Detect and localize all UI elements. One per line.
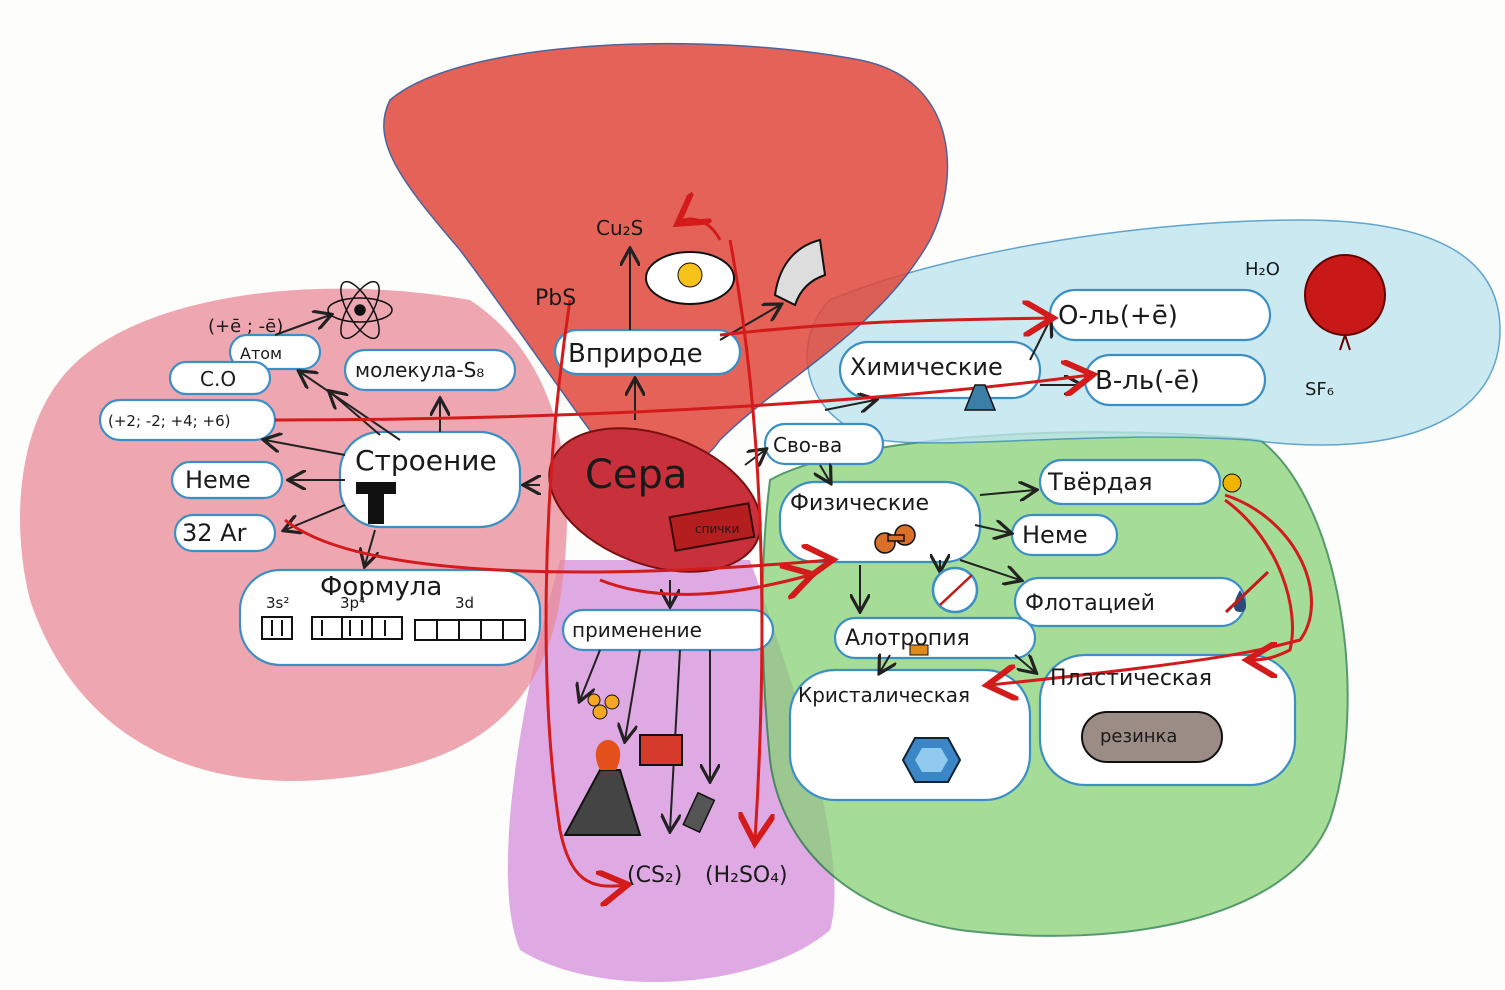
bubble-primenenie[interactable] bbox=[561, 608, 775, 652]
crossed-drop-icon bbox=[1224, 570, 1270, 614]
bottle-icon bbox=[682, 791, 716, 834]
label-molekula: молекула-S₈ bbox=[355, 358, 484, 382]
label-plastich: Пластическая bbox=[1050, 666, 1212, 691]
purple-region bbox=[507, 560, 835, 983]
label-o-vo: О-ль(+ē) bbox=[1058, 301, 1178, 331]
bubble-kristal[interactable] bbox=[788, 668, 1032, 802]
dumbbell-icon bbox=[874, 524, 916, 554]
crossed-icon bbox=[931, 566, 979, 614]
icons: резинка bbox=[327, 238, 1386, 836]
label-orbital-p: 3p⁴ bbox=[340, 594, 365, 612]
bubble-molekula[interactable] bbox=[343, 348, 517, 392]
label-alotropiya: Алотропия bbox=[845, 626, 970, 651]
red-arrows bbox=[274, 219, 1313, 886]
label-himicheskie: Химические bbox=[850, 353, 1003, 381]
label-svoistva: Сво-ва bbox=[773, 433, 842, 457]
black-arrows bbox=[265, 250, 1080, 830]
bubble-himicheskie[interactable] bbox=[838, 340, 1042, 400]
orbital-box-s bbox=[261, 616, 293, 640]
label-tverdaya: Твёрдая bbox=[1047, 468, 1153, 496]
eraser-icon: резинка bbox=[1081, 711, 1223, 763]
label-orbital-s: 3s² bbox=[266, 594, 289, 612]
t-shape-icon bbox=[356, 482, 396, 524]
allotrope-chip-icon bbox=[909, 644, 929, 656]
label-cs2: (CS₂) bbox=[627, 863, 682, 888]
label-v-vo: В-ль(-ē) bbox=[1095, 366, 1200, 396]
label-stroenie: Строение bbox=[355, 444, 497, 477]
balloon-icon bbox=[1304, 254, 1386, 351]
flower-icon bbox=[587, 693, 620, 720]
sulfur-ball-icon bbox=[1222, 473, 1242, 493]
label-oxidation: (+2; -2; +4; +6) bbox=[108, 412, 230, 430]
bubble-ar[interactable] bbox=[173, 513, 277, 553]
orbital-box-d5 bbox=[502, 619, 526, 641]
label-flotaciei: Флотацией bbox=[1025, 591, 1155, 616]
pipe-icon bbox=[773, 238, 827, 307]
label-primenenie: применение bbox=[572, 618, 702, 642]
bubble-v-prirode[interactable] bbox=[553, 328, 742, 376]
orbital-diagram bbox=[261, 616, 526, 641]
center-title: Сера bbox=[585, 452, 687, 498]
label-atom-charge: (+ē ; -ē) bbox=[208, 316, 283, 337]
label-h2so4: (H₂SO₄) bbox=[705, 863, 788, 888]
label-orbital-d: 3d bbox=[455, 594, 474, 612]
bubble-tverdaya[interactable] bbox=[1038, 458, 1222, 506]
label-atom: Атом bbox=[240, 344, 282, 363]
crystal-icon bbox=[901, 737, 962, 783]
labels: Вприроде Cu₂S PbS Строение Атом (+ē ; -ē… bbox=[108, 216, 1334, 888]
flask-icon bbox=[963, 384, 997, 411]
matchbox-icon: спички bbox=[668, 502, 756, 552]
fried-egg-icon bbox=[645, 251, 735, 305]
label-pbs: PbS bbox=[535, 286, 576, 311]
bubble-so[interactable] bbox=[168, 360, 272, 396]
box-icon bbox=[639, 734, 683, 766]
orbital-box-p3 bbox=[371, 616, 403, 640]
volcano-icon bbox=[563, 740, 642, 836]
bubble-neme-left[interactable] bbox=[170, 460, 284, 500]
matchbox-label: спички bbox=[695, 522, 739, 536]
label-cu2s: Cu₂S bbox=[596, 216, 643, 240]
label-neme-left: Неме bbox=[185, 466, 251, 494]
label-h2o: H₂O bbox=[1245, 259, 1280, 280]
label-sf6: SF₆ bbox=[1305, 379, 1334, 400]
label-formula: Формула bbox=[320, 572, 442, 602]
eraser-label: резинка bbox=[1100, 726, 1177, 747]
atom-icon bbox=[327, 280, 393, 340]
bubble-alotropiya[interactable] bbox=[833, 616, 1037, 660]
label-v-prirode: Вприроде bbox=[568, 339, 703, 369]
label-fizicheskie: Физические bbox=[790, 491, 929, 516]
label-neme-right: Неме bbox=[1022, 521, 1088, 549]
label-kristal: Кристалическая bbox=[798, 683, 970, 707]
label-so: С.О bbox=[200, 367, 236, 391]
label-ar: 32 Аr bbox=[182, 519, 247, 547]
